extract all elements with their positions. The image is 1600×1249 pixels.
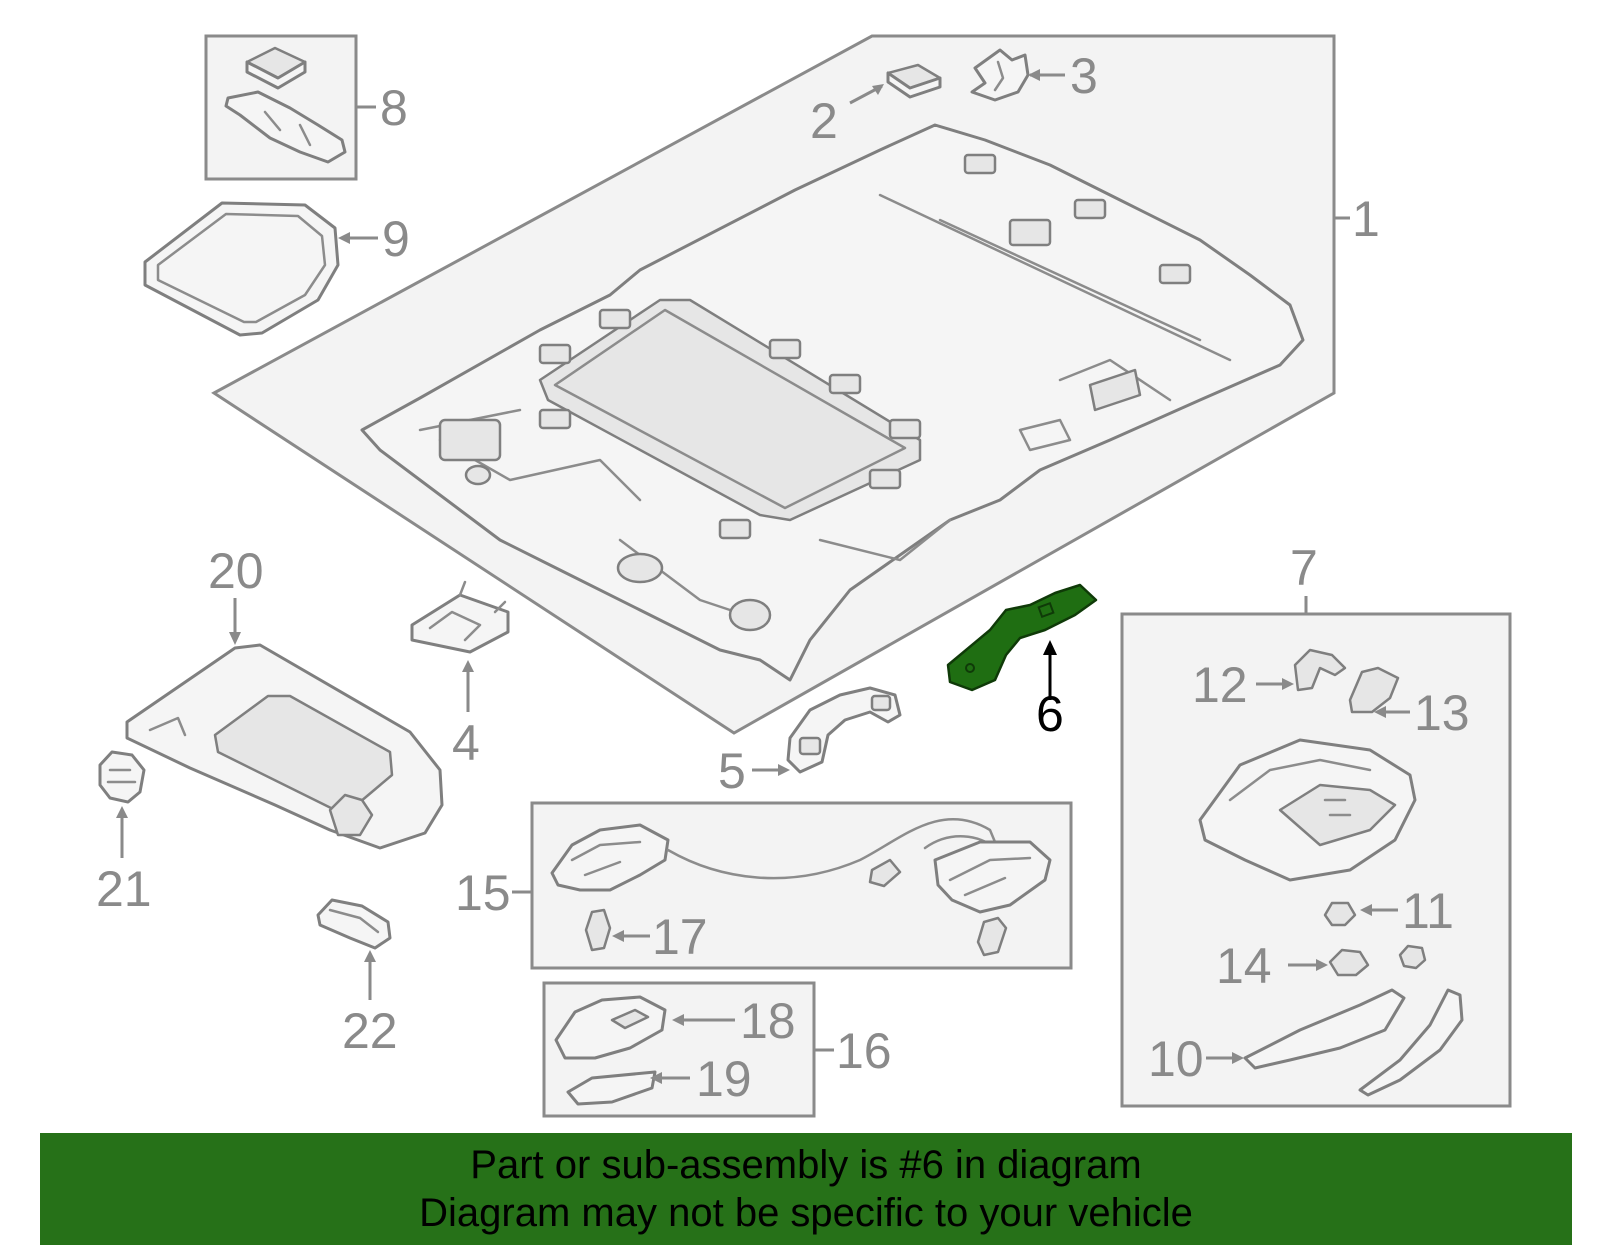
callout-21: 21: [96, 861, 152, 917]
part-6-bracket-highlighted: 6: [946, 583, 1098, 742]
part-2-pad: 2: [810, 63, 942, 149]
callout-5: 5: [718, 743, 746, 799]
banner-line-1: Part or sub-assembly is #6 in diagram: [470, 1143, 1142, 1187]
callout-9: 9: [382, 211, 410, 267]
part-16-lamp-group: 18 19 16: [542, 981, 892, 1118]
callout-16: 16: [836, 1023, 892, 1079]
banner-line-2: Diagram may not be specific to your vehi…: [419, 1191, 1193, 1235]
callout-11: 11: [1402, 883, 1454, 939]
callout-18: 18: [740, 993, 796, 1049]
part-15-harness-group: 15 17: [455, 801, 1073, 970]
part-20-sun-visor: 20: [125, 543, 444, 850]
part-21-visor-clip: 21: [96, 750, 152, 917]
part-5-assist-grip: 5: [718, 686, 902, 799]
callout-15: 15: [455, 865, 511, 921]
headliner-group: 1: [211, 34, 1380, 735]
part-8-bracket: 8: [204, 34, 408, 181]
info-banner: Part or sub-assembly is #6 in diagram Di…: [40, 1133, 1572, 1245]
callout-4: 4: [452, 715, 480, 771]
callout-19: 19: [696, 1051, 752, 1107]
part-22-cover: 22: [316, 898, 398, 1059]
part-3-clip: 3: [970, 48, 1098, 104]
part-4-cover: 4: [410, 580, 510, 771]
callout-3: 3: [1070, 48, 1098, 104]
callout-7: 7: [1290, 540, 1318, 596]
callout-13: 13: [1414, 685, 1470, 741]
callout-17: 17: [652, 909, 708, 965]
callout-12: 12: [1192, 657, 1248, 713]
callout-1: 1: [1352, 191, 1380, 247]
callout-14: 14: [1216, 938, 1272, 994]
callout-10: 10: [1148, 1031, 1204, 1087]
callout-6: 6: [1036, 686, 1064, 742]
part-9-gasket: 9: [143, 201, 410, 337]
callout-22: 22: [342, 1003, 398, 1059]
callout-8: 8: [380, 80, 408, 136]
part-7-console-group: 7 12 13 11 14 10: [1120, 540, 1512, 1108]
callout-20: 20: [208, 543, 264, 599]
callout-2: 2: [810, 93, 838, 149]
